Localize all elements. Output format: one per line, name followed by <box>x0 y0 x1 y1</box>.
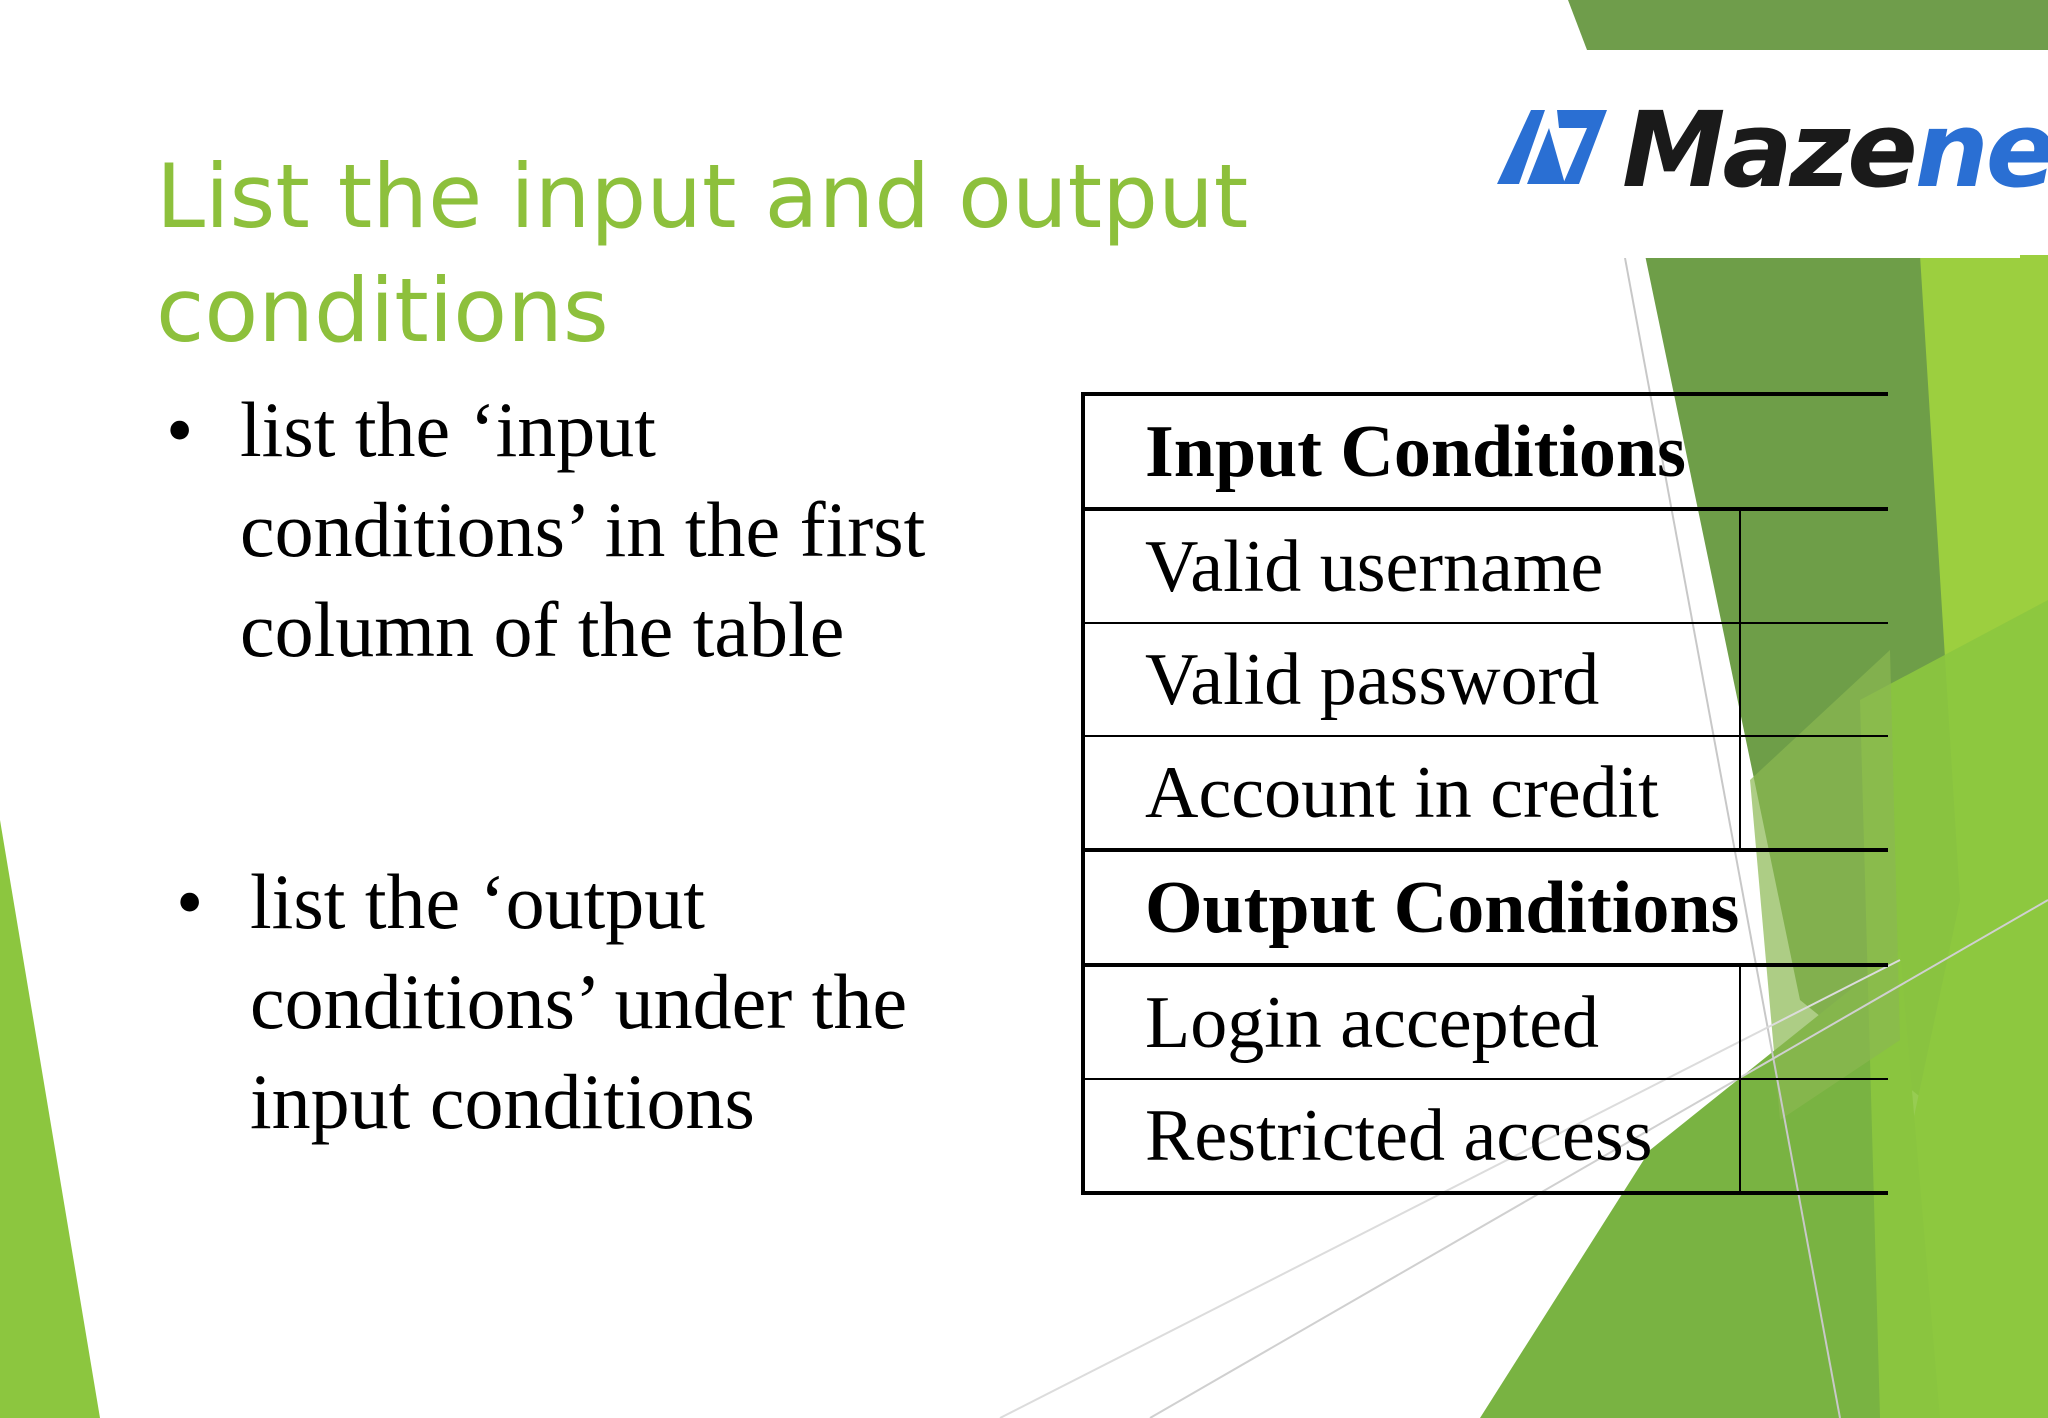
right-green-top-band <box>1568 0 2048 50</box>
right-green-bright-shape <box>1860 600 2048 1418</box>
left-green-shape <box>0 820 100 1418</box>
table-row: Account in credit <box>1081 735 1888 851</box>
conditions-table: Input Conditions Valid username Valid pa… <box>1081 392 1888 1195</box>
table-cell: Valid username <box>1081 508 1740 624</box>
table-cell-empty <box>1738 735 1888 851</box>
table-row: Valid username <box>1081 508 1888 624</box>
bullet-text: list the ‘input conditions’ in the first… <box>240 386 926 673</box>
table-row: Input Conditions <box>1081 392 1888 511</box>
table-cell-empty <box>1738 508 1888 624</box>
table-cell-empty <box>1738 1078 1888 1195</box>
input-conditions-heading: Input Conditions <box>1081 392 1888 511</box>
bullet-output-conditions: • list the ‘output conditions’ under the… <box>176 852 1056 1172</box>
table-row: Valid password <box>1081 622 1888 737</box>
bullet-marker: • <box>176 858 204 945</box>
slide-title: List the input and output conditions <box>156 145 1249 362</box>
bullet-text: list the ‘output conditions’ under the i… <box>250 858 908 1145</box>
table-cell-empty <box>1738 622 1888 737</box>
table-cell: Account in credit <box>1081 735 1740 851</box>
table-row: Output Conditions <box>1081 848 1888 967</box>
table-cell: Restricted access <box>1081 1078 1740 1195</box>
table-cell: Valid password <box>1081 622 1740 737</box>
bullet-input-conditions: • list the ‘input conditions’ in the fir… <box>166 380 1046 700</box>
table-cell: Login accepted <box>1081 964 1740 1080</box>
output-conditions-heading: Output Conditions <box>1081 848 1888 967</box>
mazenet-logo-text: Mazenet <box>1622 90 2048 210</box>
mazenet-logo-icon <box>1497 110 1607 184</box>
table-row: Login accepted <box>1081 964 1888 1080</box>
bullet-marker: • <box>166 386 194 473</box>
table-row: Restricted access <box>1081 1078 1888 1195</box>
table-cell-empty <box>1738 964 1888 1080</box>
logo-box <box>1587 50 2020 258</box>
logo-text-accent: net <box>1914 89 2048 211</box>
logo-text-part: Maze <box>1622 89 1918 211</box>
